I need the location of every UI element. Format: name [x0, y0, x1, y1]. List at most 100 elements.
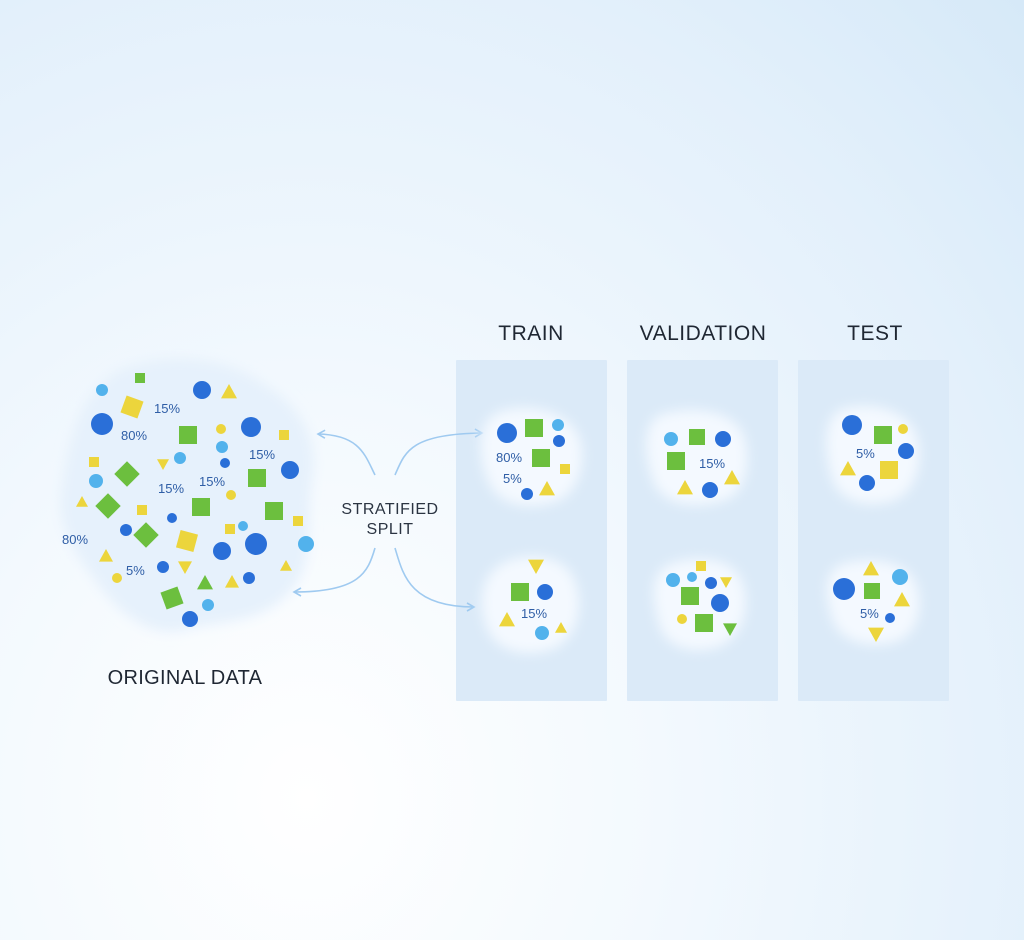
test-cluster-bottom	[826, 560, 920, 645]
original-pct-label: 15%	[199, 474, 225, 489]
diamond-icon	[114, 461, 140, 487]
original-pct-label: 5%	[126, 563, 145, 578]
circle-icon	[535, 626, 549, 640]
circle-icon	[243, 572, 255, 584]
circle-icon	[715, 431, 731, 447]
split-label-line2: SPLIT	[366, 521, 414, 538]
square-icon	[511, 583, 529, 601]
circle-icon	[216, 441, 228, 453]
circle-icon	[281, 461, 299, 479]
circle-icon	[216, 424, 226, 434]
circle-icon	[552, 419, 564, 431]
circle-icon	[91, 413, 113, 435]
square-icon	[874, 426, 892, 444]
square-icon	[864, 583, 880, 599]
original-pct-label: 15%	[249, 447, 275, 462]
circle-icon	[298, 536, 314, 552]
triangle-icon	[840, 461, 856, 476]
triangle-icon	[225, 575, 239, 588]
circle-icon	[664, 432, 678, 446]
train-title: TRAIN	[498, 322, 564, 345]
triangle-icon	[724, 470, 740, 485]
circle-icon	[112, 573, 122, 583]
original-pct-label: 15%	[154, 401, 180, 416]
triangle-icon	[863, 561, 879, 576]
circle-icon	[226, 490, 236, 500]
circle-icon	[687, 572, 697, 582]
circle-icon	[238, 521, 248, 531]
square-icon	[525, 419, 543, 437]
square-icon	[137, 505, 147, 515]
circle-icon	[167, 513, 177, 523]
square-icon	[560, 464, 570, 474]
original-data-caption: ORIGINAL DATA	[107, 667, 263, 689]
circle-icon	[497, 423, 517, 443]
validation-cluster-top	[646, 410, 748, 505]
circle-icon	[898, 443, 914, 459]
square-icon	[192, 498, 210, 516]
circle-icon	[859, 475, 875, 491]
stratified-split-label: STRATIFIED SPLIT	[330, 500, 450, 540]
triangle-icon	[539, 481, 555, 496]
circle-icon	[174, 452, 186, 464]
diamond-icon	[95, 493, 121, 519]
square-icon	[160, 586, 184, 610]
circle-icon	[842, 415, 862, 435]
train-cluster-top	[480, 407, 583, 506]
square-icon	[689, 429, 705, 445]
triangle-icon	[894, 592, 910, 607]
train-cluster-bottom	[481, 556, 579, 654]
circle-icon	[898, 424, 908, 434]
circle-icon	[202, 599, 214, 611]
circle-icon	[213, 542, 231, 560]
square-icon	[248, 469, 266, 487]
inverted-triangle-icon	[720, 577, 732, 588]
circle-icon	[521, 488, 533, 500]
circle-icon	[666, 573, 680, 587]
circle-icon	[245, 533, 267, 555]
triangle-icon	[76, 496, 88, 507]
test-pct-label: 5%	[856, 446, 875, 461]
circle-icon	[96, 384, 108, 396]
inverted-triangle-icon	[723, 623, 737, 636]
square-icon	[89, 457, 99, 467]
test-cluster-top	[826, 406, 920, 504]
circle-icon	[553, 435, 565, 447]
inverted-triangle-icon	[157, 459, 169, 470]
circle-icon	[193, 381, 211, 399]
arrow-to-original-bottom	[292, 547, 376, 597]
circle-icon	[120, 524, 132, 536]
train-pct-label: 15%	[521, 606, 547, 621]
inverted-triangle-icon	[178, 561, 192, 574]
triangle-icon	[280, 560, 292, 571]
square-icon	[695, 614, 713, 632]
test-pct-label: 5%	[860, 606, 879, 621]
square-icon	[880, 461, 898, 479]
square-icon	[681, 587, 699, 605]
arrow-to-train-bottom	[394, 547, 476, 612]
triangle-icon	[197, 575, 213, 590]
diamond-icon	[133, 522, 159, 548]
square-icon	[667, 452, 685, 470]
square-icon	[179, 426, 197, 444]
square-icon	[265, 502, 283, 520]
triangle-icon	[677, 480, 693, 495]
circle-icon	[89, 474, 103, 488]
test-title: TEST	[847, 322, 903, 345]
validation-pct-label: 15%	[699, 456, 725, 471]
original-data-cluster	[60, 358, 314, 632]
triangle-icon	[499, 612, 515, 627]
original-data-blob	[60, 358, 314, 632]
circle-icon	[892, 569, 908, 585]
circle-icon	[157, 561, 169, 573]
circle-icon	[241, 417, 261, 437]
circle-icon	[677, 614, 687, 624]
triangle-icon	[221, 384, 237, 399]
triangle-icon	[555, 622, 567, 633]
original-pct-label: 15%	[158, 481, 184, 496]
inverted-triangle-icon	[868, 627, 884, 642]
original-pct-label: 80%	[62, 532, 88, 547]
validation-cluster-bottom	[653, 558, 746, 651]
train-pct-label: 80%	[496, 450, 522, 465]
